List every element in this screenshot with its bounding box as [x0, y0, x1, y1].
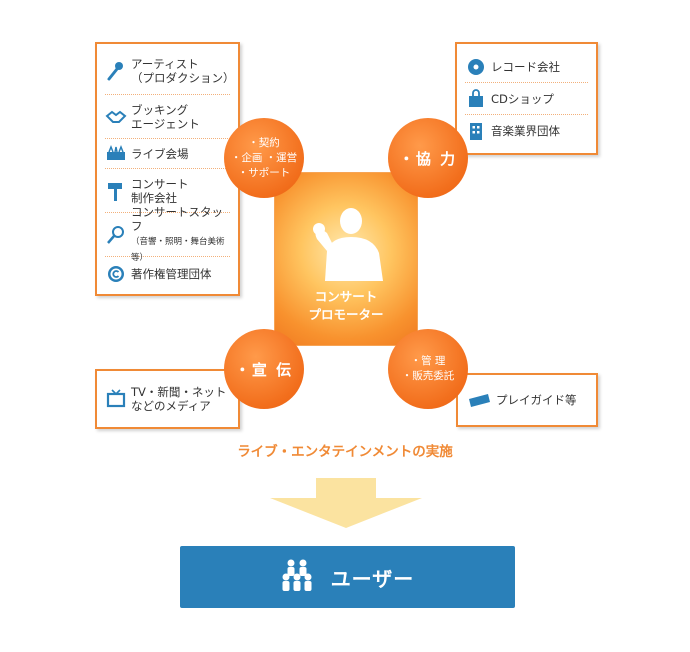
list-item-production-company: コンサート 制作会社	[105, 170, 230, 213]
management-label: ・管 理 ・販売委託	[401, 355, 455, 382]
cooperation-circle: ・協 力	[388, 118, 468, 198]
contract-label: ・契約 ・企画 ・運営 ・サポート	[230, 136, 298, 179]
list-item-label: ライブ会場	[131, 147, 189, 161]
list-item-label: アーティスト （プロダクション）	[131, 57, 235, 85]
list-item-label: コンサートスタッフ（音響・照明・舞台美術等）	[131, 205, 225, 263]
microphone-icon	[105, 60, 127, 82]
user-bar: ユーザー	[180, 546, 515, 608]
list-item-artist: アーティスト （プロダクション）	[105, 48, 235, 95]
center-label: コンサート プロモーター	[308, 289, 384, 322]
list-item-label: 著作権管理団体	[131, 267, 212, 281]
diagram-caption: ライブ・エンタテインメントの実施	[237, 444, 453, 460]
management-circle: ・管 理 ・販売委託	[388, 329, 468, 409]
list-item-label: レコード会社	[491, 60, 560, 74]
user-label: ユーザー	[330, 566, 415, 591]
list-item-record-company: レコード会社	[465, 52, 588, 83]
concert-promoter-hub: コンサート プロモーター	[274, 172, 418, 346]
venue-icon	[105, 143, 127, 165]
down-arrow	[270, 478, 422, 528]
contract-circle: ・契約 ・企画 ・運営 ・サポート	[224, 118, 304, 198]
list-item-copyright-org: 著作権管理団体	[105, 258, 230, 290]
media-box: TV・新聞・ネット などのメディア	[95, 369, 240, 429]
list-item-cd-shop: CDショップ	[465, 84, 588, 115]
list-item-label: コンサート 制作会社	[131, 177, 189, 205]
promotion-circle: ・宣 伝	[224, 329, 304, 409]
cooperation-label: ・協 力	[398, 149, 458, 168]
promotion-label: ・宣 伝	[234, 360, 294, 379]
tv-icon	[105, 388, 127, 410]
handshake-icon	[105, 106, 127, 128]
building-icon	[465, 120, 487, 142]
list-item-concert-staff: コンサートスタッフ（音響・照明・舞台美術等）	[105, 205, 230, 263]
ticket-icon	[466, 389, 492, 411]
list-item-live-venue: ライブ会場	[105, 140, 230, 169]
copyright-icon	[105, 263, 127, 285]
promoter-person-icon	[303, 201, 389, 285]
list-item-industry-org: 音楽業界団体	[465, 116, 588, 146]
playguide-box: プレイガイド等	[456, 373, 598, 427]
list-item-media: TV・新聞・ネット などのメディア	[105, 377, 230, 421]
list-item-label: 音楽業界団体	[491, 124, 560, 138]
stakeholder-list-left: アーティスト （プロダクション） ブッキング エージェント ライブ会場 コンサー…	[95, 42, 240, 296]
list-item-booking-agent: ブッキング エージェント	[105, 96, 230, 139]
people-group-icon	[281, 558, 317, 596]
stakeholder-list-right: レコード会社 CDショップ 音楽業界団体	[455, 42, 598, 155]
list-item-label: プレイガイド等	[496, 393, 577, 407]
list-item-label: CDショップ	[491, 92, 554, 106]
cd-shop-bag-icon	[465, 88, 487, 110]
list-item-playguide: プレイガイド等	[466, 381, 588, 419]
list-item-label: ブッキング エージェント	[131, 103, 200, 131]
list-item-label: TV・新聞・ネット などのメディア	[131, 385, 227, 413]
staff-icon	[105, 224, 127, 246]
hammer-icon	[105, 180, 127, 202]
record-icon	[465, 56, 487, 78]
